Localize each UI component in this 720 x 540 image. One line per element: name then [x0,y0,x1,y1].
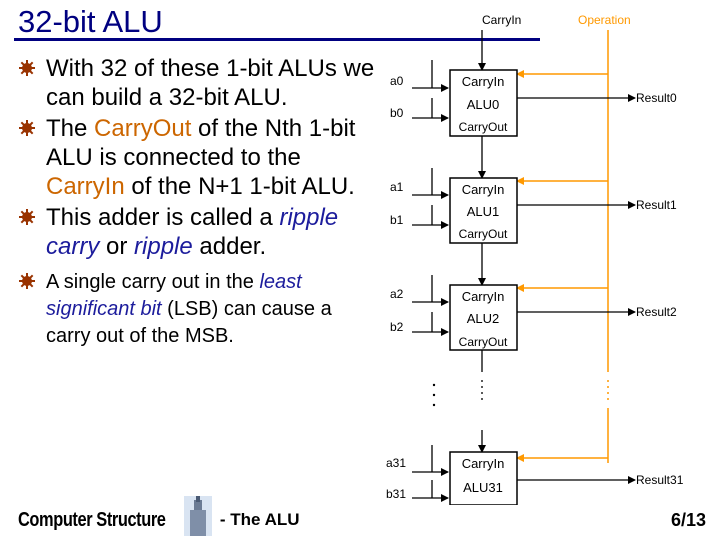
bullet-icon [19,60,35,76]
text-segment: of the N+1 1-bit ALU. [124,173,355,200]
text-segment: The [46,115,95,142]
alu-input-a: a1 [390,180,404,194]
alu-name: ALU0 [467,97,500,112]
building-logo-icon [183,496,212,536]
carry-in-label: CarryIn [482,13,521,27]
bullet-item: This adder is called a ripple carry or r… [18,203,378,261]
bullet-item: The CarryOut of the Nth 1-bit ALU is con… [18,114,378,201]
slide-title: 32-bit ALU [18,4,163,39]
text-segment: or [99,233,135,260]
input-wires [412,60,449,502]
alu-name: ALU31 [463,480,503,495]
bullet-text: A single carry out in the least signific… [46,271,332,347]
alu-input-b: b31 [386,487,406,501]
carryout-term: CarryOut [94,115,192,142]
alu-result: Result1 [636,198,677,212]
bullet-text: The CarryOut of the Nth 1-bit ALU is con… [46,115,355,200]
alu-block: CarryIn ALU0 CarryOut a0 b0 Result0 [390,69,677,137]
footer: Computer Structure - The ALU [18,496,300,536]
alu-input-a: a0 [390,74,404,88]
alu-input-b: b2 [390,320,404,334]
alu-input-a: a2 [390,287,404,301]
bullet-list: With 32 of these 1-bit ALUs we can build… [18,54,378,350]
lsb-term: least significant bit [46,271,302,320]
alu-carry-out: CarryOut [459,120,508,134]
alu-carry-out: CarryOut [459,335,508,349]
alu-carry-out: CarryOut [459,227,508,241]
bullet-icon [19,273,35,289]
text-segment: A single carry out in the [46,271,260,293]
alu-block: CarryIn ALU31 a31 b31 Result31 [386,451,684,505]
alu-block: CarryIn ALU1 CarryOut a1 b1 Result1 [390,177,677,244]
alu-input-a: a31 [386,456,406,470]
bullet-text: This adder is called a ripple carry or r… [46,204,338,260]
ellipsis-dots [432,383,436,407]
bullet-icon [19,120,35,136]
text-segment: (LSB) can cause a carry out of the MSB. [46,298,332,347]
course-name: Computer Structure [18,508,166,531]
alu-result: Result0 [636,91,677,105]
text-segment: adder. [192,233,267,260]
alu-carry-in: CarryIn [462,456,505,471]
title-rule [14,38,540,41]
ripple-term: ripple [134,233,193,260]
result-wires [517,94,636,484]
alu-name: ALU1 [467,204,500,219]
ripple-carry-diagram: CarryIn Operation [386,13,684,505]
alu-input-b: b0 [390,106,404,120]
alu-carry-in: CarryIn [462,74,505,89]
operation-bus [516,30,609,463]
alu-block: CarryIn ALU2 CarryOut a2 b2 Result2 [390,284,677,351]
footer-topic: - The ALU [219,510,300,529]
bullet-item: With 32 of these 1-bit ALUs we can build… [18,54,378,112]
alu-result: Result31 [636,473,684,487]
page-number: 6/13 [670,510,706,530]
bullet-icon [19,209,35,225]
alu-input-b: b1 [390,213,404,227]
text-segment: This adder is called a [46,204,280,231]
text-segment: With 32 of these 1-bit ALUs we can build… [46,55,375,111]
carryin-term: CarryIn [46,173,125,200]
text-segment: of the Nth 1-bit ALU is connected to the [46,115,356,171]
ripple-carry-term: ripple carry [46,204,339,260]
operation-label: Operation [578,13,631,27]
bullet-item: A single carry out in the least signific… [18,269,378,350]
alu-result: Result2 [636,305,677,319]
alu-carry-in: CarryIn [462,182,505,197]
alu-carry-in: CarryIn [462,289,505,304]
bullet-text: With 32 of these 1-bit ALUs we can build… [46,55,374,111]
alu-name: ALU2 [467,311,500,326]
